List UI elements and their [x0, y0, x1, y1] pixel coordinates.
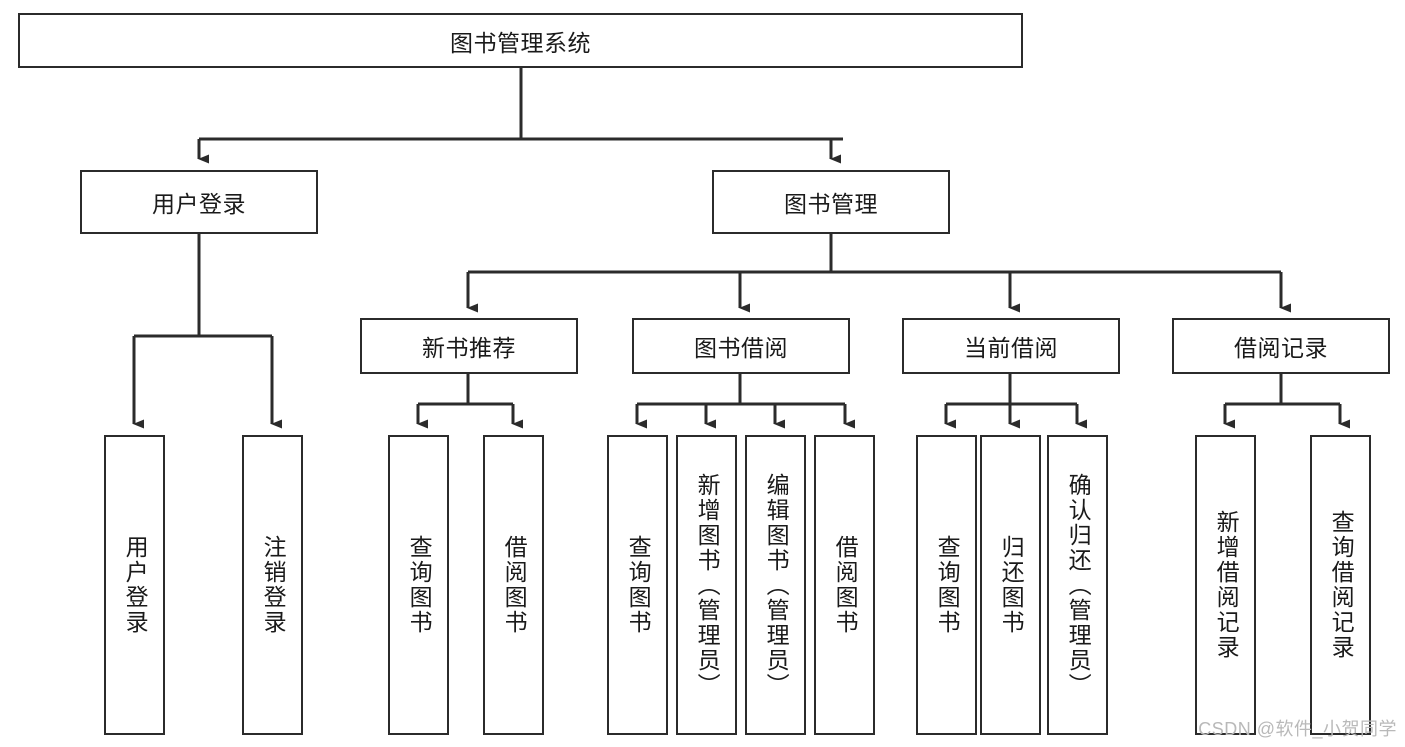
node-label: 借阅图书: [832, 535, 859, 635]
leaf-records-add-record[interactable]: 新增借阅记录: [1195, 435, 1256, 735]
node-label: 图书管理: [784, 191, 878, 217]
leaf-records-query-record[interactable]: 查询借阅记录: [1310, 435, 1371, 735]
node-user-login[interactable]: 用户登录: [80, 170, 318, 234]
node-label: 用户登录: [122, 535, 149, 635]
node-current-borrow[interactable]: 当前借阅: [902, 318, 1120, 374]
node-label: 查询借阅记录: [1328, 510, 1355, 660]
node-label: 当前借阅: [964, 335, 1058, 361]
leaf-borrow-query-book[interactable]: 查询图书: [607, 435, 668, 735]
leaf-borrow-add-book-admin[interactable]: 新增图书（管理员）: [676, 435, 737, 735]
leaf-borrow-edit-book-admin[interactable]: 编辑图书（管理员）: [745, 435, 806, 735]
leaf-user-login-login[interactable]: 用户登录: [104, 435, 165, 735]
node-label: 查询图书: [934, 535, 961, 635]
leaf-recommend-query-book[interactable]: 查询图书: [388, 435, 449, 735]
node-label: 借阅图书: [501, 535, 528, 635]
node-new-book-recommend[interactable]: 新书推荐: [360, 318, 578, 374]
node-label: 确认归还（管理员）: [1065, 472, 1092, 698]
node-label: 新增借阅记录: [1213, 510, 1240, 660]
node-label: 用户登录: [152, 191, 246, 217]
leaf-user-login-logout[interactable]: 注销登录: [242, 435, 303, 735]
leaf-recommend-borrow-book[interactable]: 借阅图书: [483, 435, 544, 735]
node-label: 注销登录: [260, 535, 287, 635]
node-label: 图书借阅: [694, 335, 788, 361]
node-borrow-records[interactable]: 借阅记录: [1172, 318, 1390, 374]
node-label: 借阅记录: [1234, 335, 1328, 361]
node-label: 查询图书: [406, 535, 433, 635]
node-label: 归还图书: [998, 535, 1025, 635]
node-label: 查询图书: [625, 535, 652, 635]
leaf-borrow-borrow-book[interactable]: 借阅图书: [814, 435, 875, 735]
node-label: 新书推荐: [422, 335, 516, 361]
leaf-current-query-book[interactable]: 查询图书: [916, 435, 977, 735]
node-book-management[interactable]: 图书管理: [712, 170, 950, 234]
node-root-system[interactable]: 图书管理系统: [18, 13, 1023, 68]
leaf-current-return-book[interactable]: 归还图书: [980, 435, 1041, 735]
node-label: 新增图书（管理员）: [694, 472, 721, 698]
leaf-current-confirm-return-admin[interactable]: 确认归还（管理员）: [1047, 435, 1108, 735]
node-book-borrow[interactable]: 图书借阅: [632, 318, 850, 374]
node-label: 编辑图书（管理员）: [763, 472, 790, 698]
node-label: 图书管理系统: [450, 29, 591, 56]
